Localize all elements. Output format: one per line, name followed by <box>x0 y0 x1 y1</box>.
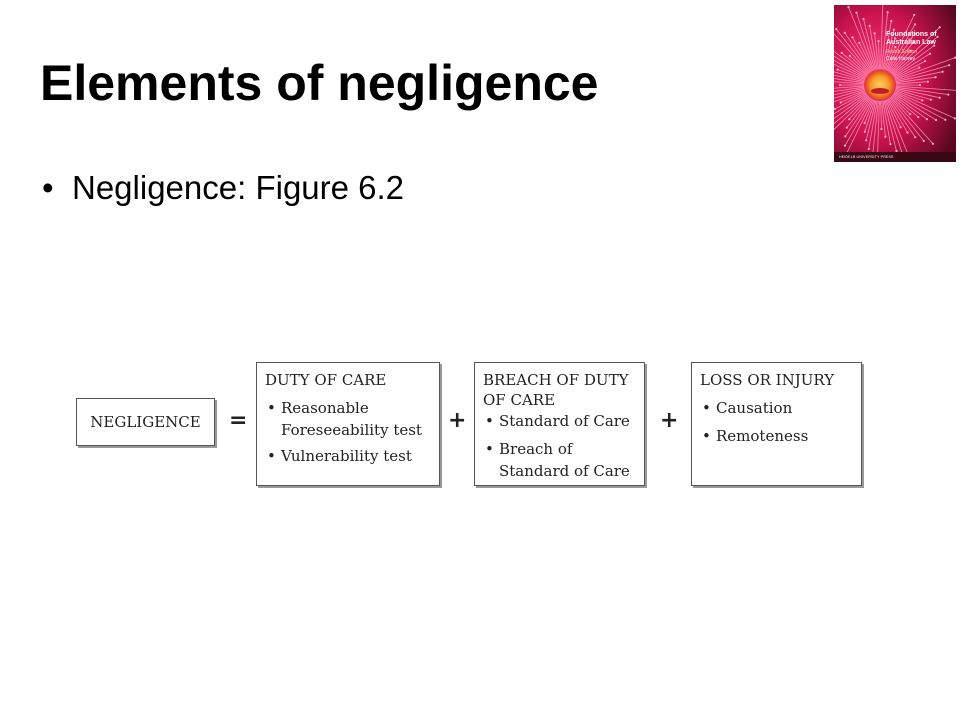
cover-author: Catie Harvey <box>886 56 915 63</box>
loss-heading: LOSS OR INJURY <box>700 371 835 389</box>
loss-item-causation: Causation <box>700 397 853 419</box>
breach-item-breach-standard: Breach of Standard of Care <box>483 438 636 482</box>
flower-illustration <box>834 5 956 162</box>
negligence-label: NEGLIGENCE <box>90 413 201 431</box>
breach-item-standard: Standard of Care <box>483 410 636 432</box>
cover-edition: Fourth Edition <box>886 49 918 56</box>
cover-text-block: Foundations of Australian Law Fourth Edi… <box>886 31 950 62</box>
slide-title: Elements of negligence <box>40 55 599 111</box>
breach-heading-line2: OF CARE <box>483 391 556 409</box>
duty-of-care-box: DUTY OF CARE Reasonable Foreseeability t… <box>256 362 440 486</box>
negligence-box: NEGLIGENCE <box>76 398 215 446</box>
breach-heading-line1: BREACH OF DUTY <box>483 371 629 389</box>
breach-list: Standard of Care Breach of Standard of C… <box>483 410 636 482</box>
loss-list: Causation Remoteness <box>700 397 853 447</box>
bullet-dot-icon: • <box>42 169 54 206</box>
duty-list: Reasonable Foreseeability test Vulnerabi… <box>265 397 431 467</box>
duty-item-foreseeability: Reasonable Foreseeability test <box>265 397 431 441</box>
equals-sign: = <box>229 408 248 433</box>
duty-item-vulnerability: Vulnerability test <box>265 445 431 467</box>
cover-title-line1: Foundations of <box>886 31 937 38</box>
breach-of-duty-box: BREACH OF DUTY OF CARE Standard of Care … <box>474 362 645 486</box>
cover-title-line2: Australian Law <box>886 39 936 47</box>
loss-item-remoteness: Remoteness <box>700 425 853 447</box>
loss-or-injury-box: LOSS OR INJURY Causation Remoteness <box>691 362 862 486</box>
plus-sign-1: + <box>448 408 467 433</box>
bullet-text: Negligence: Figure 6.2 <box>72 169 405 206</box>
bullet-item: • Negligence: Figure 6.2 <box>42 168 404 208</box>
book-cover: Foundations of Australian Law Fourth Edi… <box>834 5 956 162</box>
cover-publisher: HEIDELB UNIVERSITY PRESS <box>839 155 894 159</box>
plus-sign-2: + <box>660 408 679 433</box>
duty-heading: DUTY OF CARE <box>265 371 387 389</box>
